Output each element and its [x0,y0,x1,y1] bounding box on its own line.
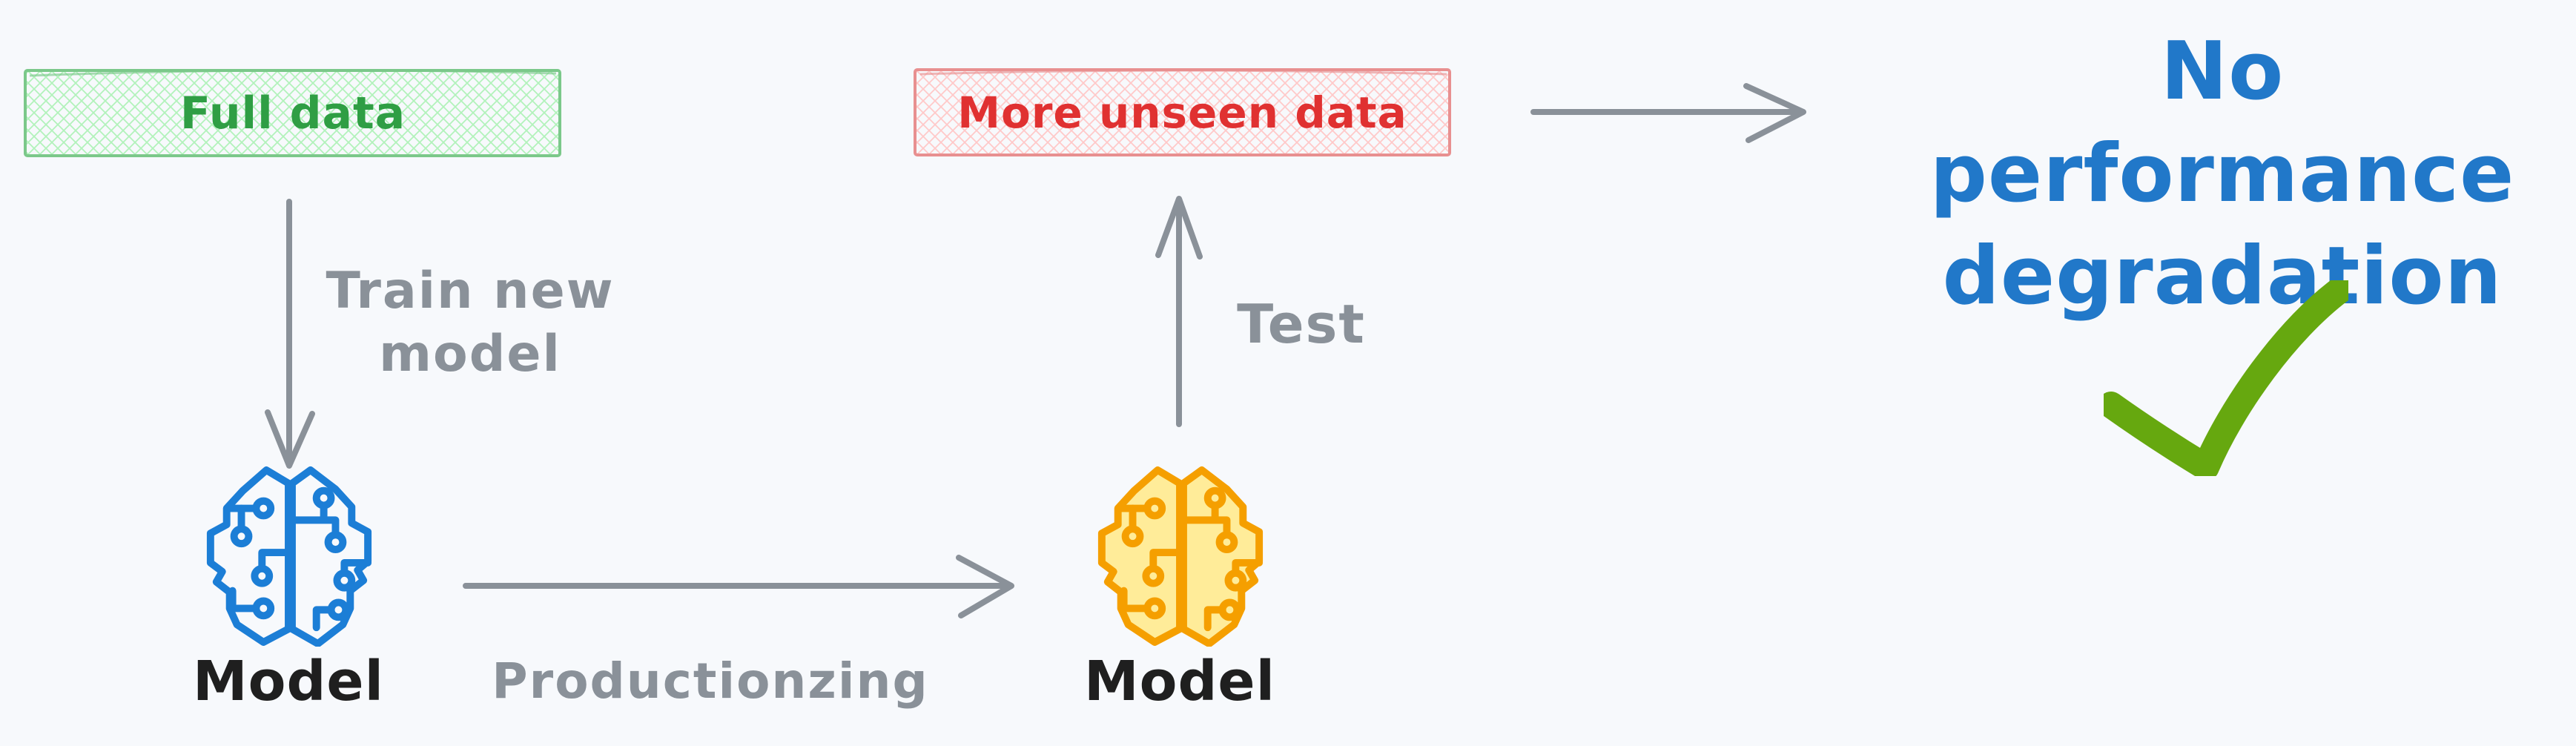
brain-circuit-icon [1097,466,1264,647]
outcome-text-line1: No performance [1929,25,2515,221]
full-data-box-shape [24,69,561,157]
train-arrow-label-line2: model [379,325,561,383]
node-more-unseen-data: More unseen data [911,65,1453,159]
model-left-label: Model [192,650,384,713]
train-arrow-label: Train new model [322,260,618,386]
model-right-label: Model [1083,650,1275,713]
brain-circuit-icon [206,466,372,647]
productionize-arrow [463,555,1014,618]
more-unseen-data-box-shape [914,68,1451,156]
checkmark-icon [2104,280,2348,476]
full-data-label: Full data [179,87,406,139]
productionize-arrow-label: Productionzing [492,653,929,710]
outcome-text-line2: degradation [1942,230,2503,323]
test-arrow [1155,196,1203,427]
train-arrow [265,199,315,469]
test-arrow-label: Test [1237,293,1366,355]
more-unseen-data-label: More unseen data [957,87,1407,138]
train-arrow-label-line1: Train new [326,262,615,320]
outcome-text: No performance degradation [1869,21,2576,329]
node-full-data: Full data [22,65,564,161]
outcome-arrow [1530,83,1806,143]
